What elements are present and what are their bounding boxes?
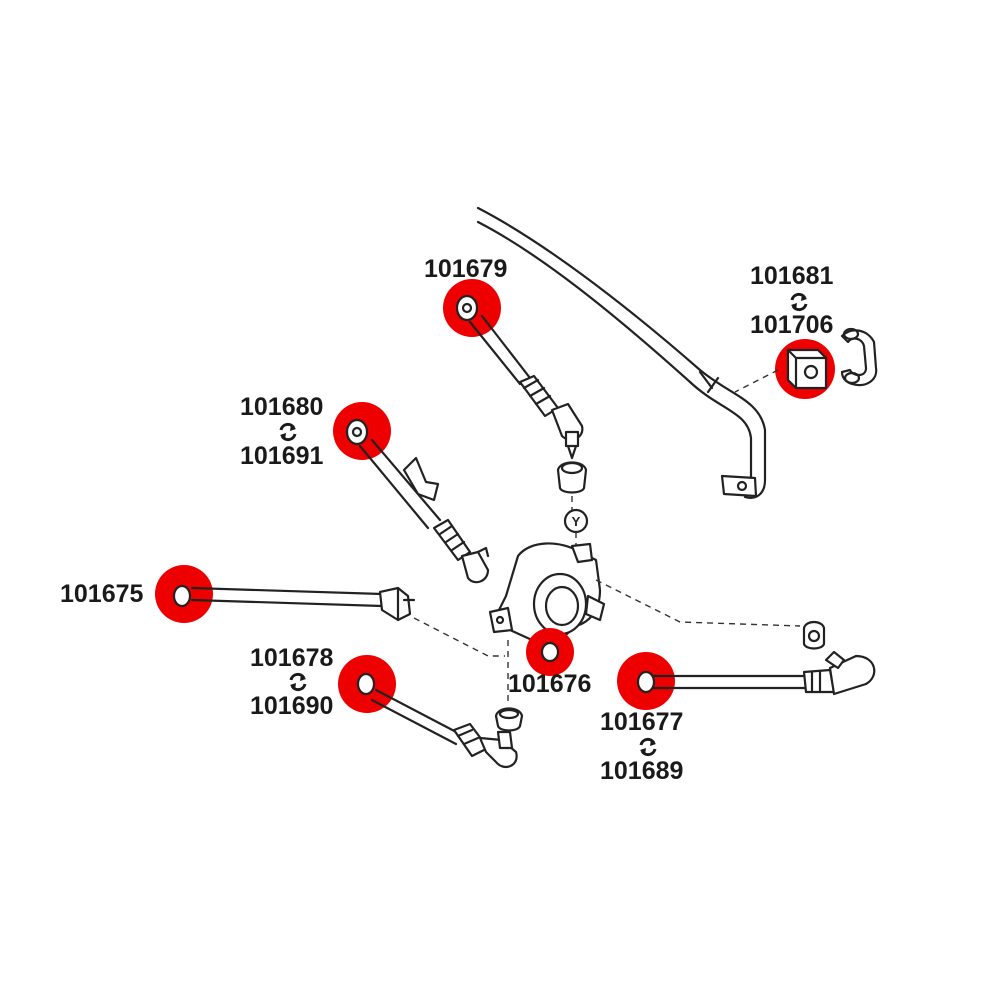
part-number-101706: 101706 (750, 311, 834, 339)
y-marker-label: Y (572, 514, 581, 529)
part-number-101676: 101676 (508, 670, 592, 698)
knuckle-bushing-core (540, 641, 560, 663)
part-number-101679: 101679 (424, 255, 508, 283)
part-number-101691: 101691 (240, 442, 324, 470)
swap-arrows-icon (790, 292, 808, 312)
toe-link (617, 620, 876, 710)
leader-front-link (413, 617, 505, 657)
part-number-101681: 101681 (750, 262, 834, 290)
leader-toe-link (595, 579, 801, 627)
lower-ball-joint-boot (494, 707, 524, 732)
swap-arrows-icon (639, 737, 657, 757)
upper-control-arm (443, 279, 584, 460)
part-number-101690: 101690 (250, 692, 334, 720)
stabilizer-bracket (840, 327, 878, 387)
swap-arrows-icon (289, 672, 307, 692)
stabilizer-bushing (775, 339, 835, 399)
part-number-101680: 101680 (240, 393, 324, 421)
part-number-101677: 101677 (600, 708, 684, 736)
stabilizer-bar (476, 206, 767, 499)
swap-arrows-icon (279, 422, 297, 442)
ball-joint-boot (556, 461, 588, 494)
lower-rear-arm (338, 655, 518, 769)
front-lower-link (155, 565, 416, 623)
upper-rear-arm (333, 402, 490, 584)
leader-bushing (734, 369, 779, 393)
part-number-101689: 101689 (600, 757, 684, 785)
part-number-101678: 101678 (250, 644, 334, 672)
part-number-101675: 101675 (60, 580, 144, 608)
steering-knuckle (488, 542, 606, 642)
